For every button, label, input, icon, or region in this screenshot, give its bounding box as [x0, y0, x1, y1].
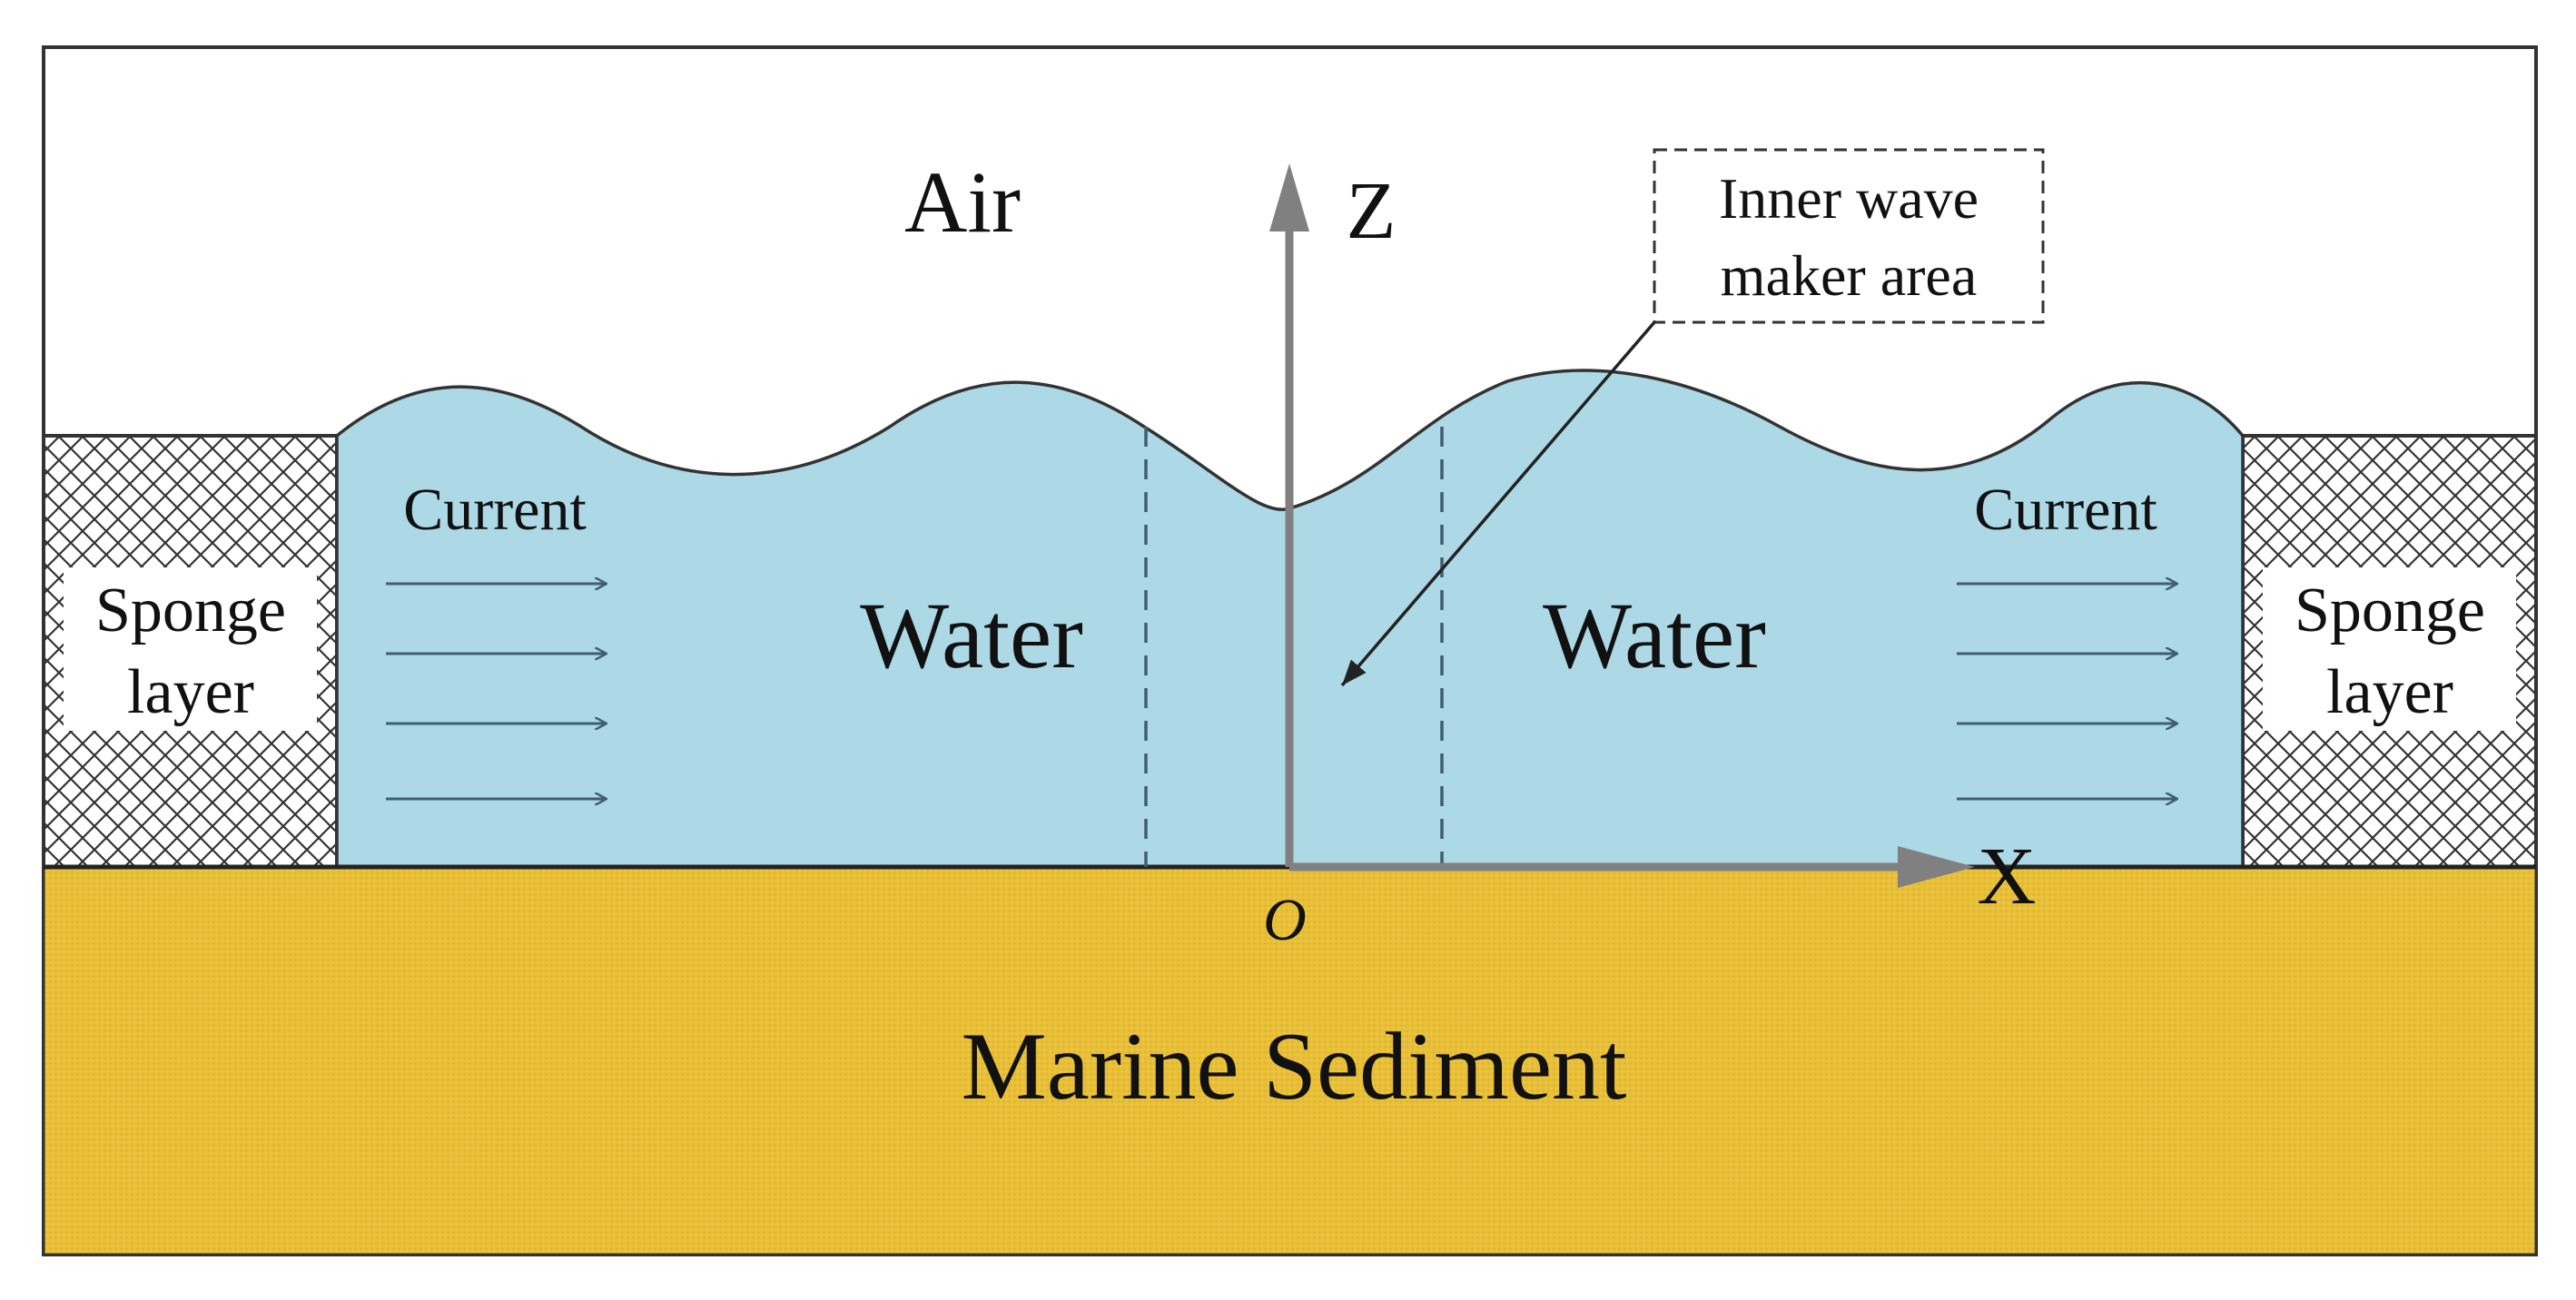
marine-sediment-region — [42, 865, 2538, 1256]
sponge-right-label-line2: layer — [2326, 657, 2453, 727]
sponge-left-label-line2: layer — [127, 657, 254, 727]
current-left-label: Current — [403, 477, 587, 543]
wave-maker-pointer-arrow — [1340, 320, 1656, 687]
z-axis-label: Z — [1347, 166, 1397, 256]
current-right-label: Current — [1974, 477, 2157, 543]
x-axis-arrowhead — [1898, 846, 1975, 888]
current-arrows-right — [1957, 584, 2177, 799]
current-arrows-left — [386, 584, 607, 799]
z-axis-arrowhead — [1269, 163, 1309, 231]
air-label: Air — [904, 153, 1021, 251]
origin-label: O — [1263, 887, 1307, 953]
sponge-left-label-bg — [64, 567, 317, 731]
water-left-label: Water — [860, 584, 1083, 688]
sponge-right-label-line1: Sponge — [2295, 576, 2485, 645]
wave-maker-label-line2: maker area — [1721, 243, 1977, 308]
sponge-right-label-bg — [2263, 567, 2516, 731]
wave-maker-label-line1: Inner wave — [1719, 166, 1979, 231]
wave-maker-callout-box — [1653, 148, 2045, 324]
x-axis-label: X — [1978, 832, 2037, 921]
water-right-label: Water — [1543, 584, 1766, 688]
sponge-left-label-line1: Sponge — [95, 576, 286, 645]
marine-sediment-label: Marine Sediment — [962, 1013, 1627, 1119]
